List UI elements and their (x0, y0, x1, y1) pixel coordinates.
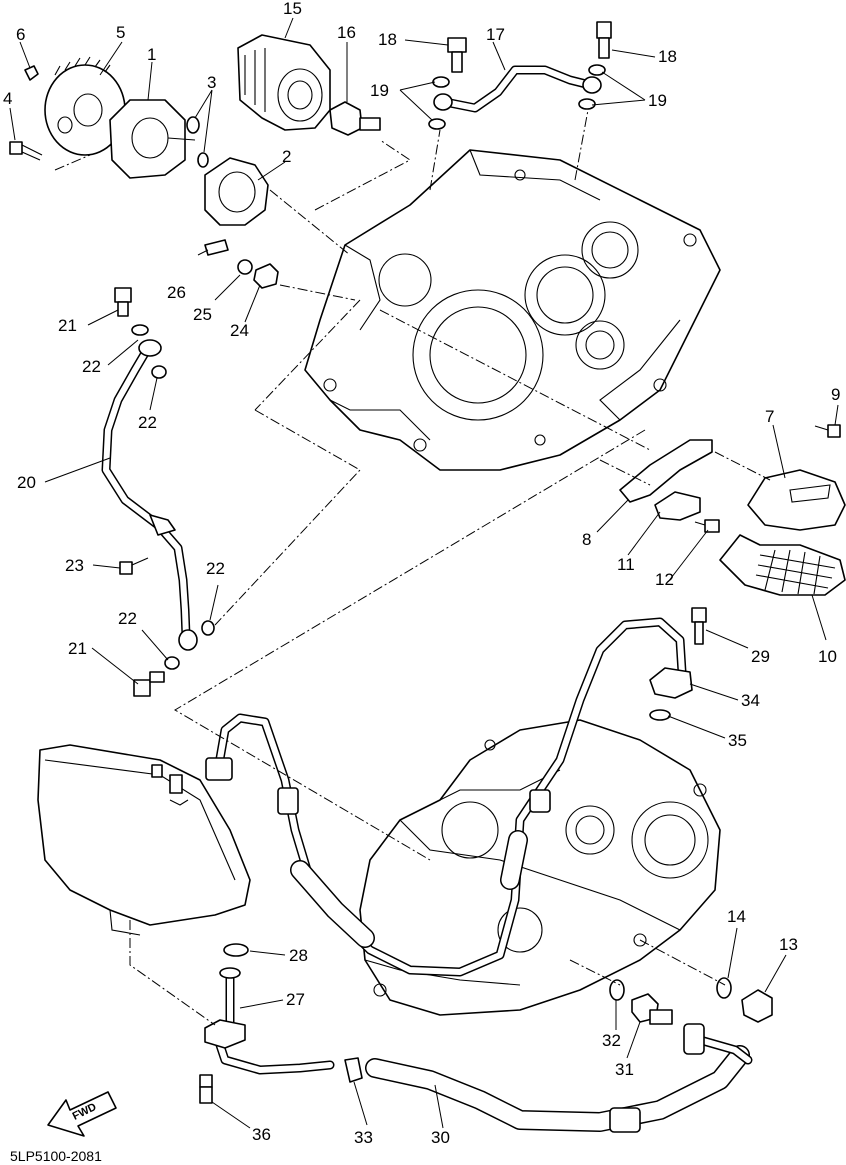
callout-14: 14 (727, 907, 746, 926)
callout-16: 16 (337, 23, 356, 42)
callout-28: 28 (289, 946, 308, 965)
assembly-lines (54, 109, 771, 1026)
strainer-gasket (619, 439, 713, 503)
callout-3: 3 (207, 73, 216, 92)
pipe-bolt (119, 557, 149, 575)
copper-washer (428, 118, 446, 130)
callout-7: 7 (765, 407, 774, 426)
union-washer (609, 979, 625, 1001)
tank-o-ring (223, 943, 249, 957)
callout-5: 5 (116, 23, 125, 42)
copper-washer (201, 620, 215, 636)
callout-12: 12 (655, 570, 674, 589)
callout-32: 32 (602, 1031, 621, 1050)
oil-strainer (719, 534, 846, 596)
copper-washer (131, 324, 149, 336)
hose-union (631, 993, 673, 1025)
callout-17: 17 (486, 25, 505, 44)
callout-8: 8 (582, 530, 591, 549)
callout-36: 36 (252, 1125, 271, 1144)
oil-pump-gear (44, 56, 126, 156)
cover-bolt (814, 424, 841, 438)
callout-24: 24 (230, 321, 249, 340)
callout-22c: 22 (206, 559, 225, 578)
pump-screw (9, 141, 43, 161)
filter-union-bolt (329, 101, 381, 136)
callout-29: 29 (751, 647, 770, 666)
callout-26: 26 (167, 283, 186, 302)
callout-labels: 6 5 1 3 4 15 16 2 26 25 24 18 17 19 18 1… (3, 0, 840, 1147)
o-ring (197, 152, 209, 168)
callout-11: 11 (617, 555, 635, 574)
oil-filter (237, 34, 331, 131)
union-bolt (133, 671, 165, 697)
fwd-arrow-icon: FWD (47, 1091, 117, 1137)
tank-pipe-bolt (199, 1074, 213, 1104)
callout-19a: 19 (370, 81, 389, 100)
callout-21a: 21 (58, 316, 77, 335)
callout-20: 20 (17, 473, 36, 492)
copper-washer (151, 365, 167, 379)
oil-delivery-pipe (205, 617, 687, 977)
callout-18a: 18 (378, 30, 397, 49)
callout-4: 4 (3, 89, 12, 108)
hose-clamp (344, 1057, 363, 1083)
copper-washer (588, 64, 606, 76)
callout-25: 25 (193, 305, 212, 324)
callout-33: 33 (354, 1128, 373, 1147)
oil-tank (37, 744, 251, 936)
callout-27: 27 (286, 990, 305, 1009)
callout-10: 10 (818, 647, 837, 666)
copper-washer (432, 76, 450, 88)
relief-ball (237, 259, 253, 275)
relief-spring (204, 239, 229, 256)
holder-bolt (694, 519, 720, 533)
copper-washer (164, 656, 180, 670)
callout-1: 1 (147, 45, 156, 64)
callout-30: 30 (431, 1128, 450, 1147)
oil-pipe-left (101, 339, 198, 651)
callout-22a: 22 (82, 357, 101, 376)
lower-crankcase (359, 719, 721, 1016)
callout-6: 6 (16, 25, 25, 44)
tank-outlet-pipe (204, 967, 246, 1049)
callout-13: 13 (779, 935, 798, 954)
callout-34: 34 (741, 691, 760, 710)
callout-19b: 19 (648, 91, 667, 110)
drain-washer (716, 977, 732, 999)
callout-2: 2 (282, 147, 291, 166)
circlip (24, 65, 39, 81)
oil-pump (109, 99, 196, 179)
oil-pipe-flange (649, 667, 693, 699)
oil-pipe-upper (433, 65, 602, 113)
copper-washer (578, 98, 596, 110)
diagram-code: 5LP5100-2081 (10, 1148, 102, 1164)
callout-18b: 18 (658, 47, 677, 66)
flange-o-ring (649, 709, 671, 721)
relief-plug (253, 263, 279, 289)
filter-gasket (204, 157, 269, 226)
strainer-cover (747, 469, 846, 531)
drain-bolt (741, 989, 773, 1023)
upper-crankcase (304, 149, 721, 471)
flange-bolt (691, 607, 707, 645)
return-hose (210, 1023, 753, 1133)
o-ring (186, 116, 200, 134)
strainer-holder (654, 491, 701, 521)
callout-22d: 22 (118, 609, 137, 628)
union-bolt-left (447, 37, 467, 73)
callout-15: 15 (283, 0, 302, 18)
callout-9: 9 (831, 385, 840, 404)
union-bolt-right (596, 21, 612, 59)
callout-22b: 22 (138, 413, 157, 432)
callout-23: 23 (65, 556, 84, 575)
callout-35: 35 (728, 731, 747, 750)
leader-lines (9, 17, 839, 1129)
callout-21b: 21 (68, 639, 87, 658)
union-bolt (114, 287, 132, 317)
callout-31: 31 (615, 1060, 634, 1079)
